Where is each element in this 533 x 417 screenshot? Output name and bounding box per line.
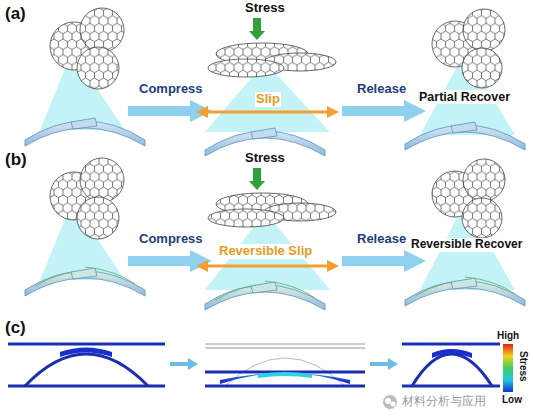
- motion-label: Slip: [255, 92, 281, 107]
- panel-label: (b): [4, 150, 28, 170]
- step-label: Release: [356, 232, 407, 247]
- force-label: Stress: [244, 1, 286, 16]
- panel-label: (a): [4, 4, 27, 24]
- step-label: Compress: [138, 232, 204, 247]
- force-label: Stress: [244, 151, 286, 166]
- step-label: Release: [356, 82, 407, 97]
- colorbar-title: Stress: [518, 350, 530, 383]
- panel-label: (c): [4, 318, 27, 338]
- colorbar-label: High: [496, 330, 520, 342]
- state-label: Partial Recover: [418, 90, 511, 104]
- watermark: 材料分析与应用: [401, 395, 487, 409]
- motion-label: Reversible Slip: [218, 244, 313, 259]
- step-label: Compress: [138, 82, 204, 97]
- state-label: Reversible Recover: [410, 238, 523, 252]
- colorbar-label: Low: [501, 394, 523, 406]
